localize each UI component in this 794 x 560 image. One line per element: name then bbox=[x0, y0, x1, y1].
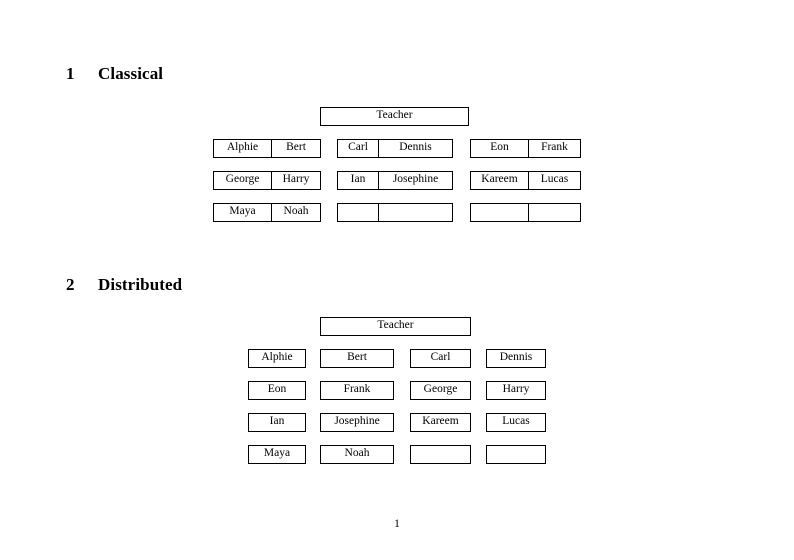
student-label: Eon bbox=[267, 383, 287, 396]
student-label: Harry bbox=[502, 383, 530, 396]
group-box[interactable]: Carl Dennis bbox=[337, 139, 453, 158]
student-box[interactable]: George bbox=[410, 381, 471, 400]
group-cell[interactable]: Bert bbox=[271, 140, 320, 157]
student-box[interactable]: Carl bbox=[410, 349, 471, 368]
section-heading-distributed: 2 Distributed bbox=[66, 275, 182, 295]
student-box[interactable]: Alphie bbox=[248, 349, 306, 368]
group-box[interactable]: Ian Josephine bbox=[337, 171, 453, 190]
group-box-empty[interactable] bbox=[337, 203, 453, 222]
student-label: Lucas bbox=[502, 415, 530, 428]
student-label: Alphie bbox=[261, 351, 293, 364]
student-box[interactable]: Eon bbox=[248, 381, 306, 400]
student-box[interactable]: Maya bbox=[248, 445, 306, 464]
group-cell[interactable]: George bbox=[225, 173, 260, 186]
group-cell-empty[interactable] bbox=[528, 204, 580, 221]
page-number: 1 bbox=[394, 518, 400, 530]
section-number: 2 bbox=[66, 275, 75, 294]
student-box[interactable]: Josephine bbox=[320, 413, 394, 432]
student-box[interactable]: Lucas bbox=[486, 413, 546, 432]
group-cell-empty[interactable] bbox=[471, 204, 528, 221]
teacher-node-distributed[interactable]: Teacher bbox=[320, 317, 471, 336]
group-box[interactable]: Kareem Lucas bbox=[470, 171, 581, 190]
group-cell-empty[interactable] bbox=[338, 204, 378, 221]
section-heading-classical: 1 Classical bbox=[66, 64, 163, 84]
group-cell[interactable]: Dennis bbox=[378, 140, 452, 157]
group-cell[interactable]: Alphie bbox=[226, 141, 259, 154]
group-box[interactable]: Alphie Bert bbox=[213, 139, 321, 158]
student-label: Dennis bbox=[499, 351, 533, 364]
section-title: Distributed bbox=[98, 275, 183, 294]
group-cell[interactable]: Noah bbox=[271, 204, 320, 221]
student-label: Josephine bbox=[334, 415, 380, 428]
student-label: Maya bbox=[263, 447, 291, 460]
student-box[interactable]: Noah bbox=[320, 445, 394, 464]
student-box[interactable]: Frank bbox=[320, 381, 394, 400]
student-box-empty[interactable] bbox=[486, 445, 546, 464]
student-box[interactable]: Bert bbox=[320, 349, 394, 368]
group-box[interactable]: Eon Frank bbox=[470, 139, 581, 158]
group-cell[interactable]: Lucas bbox=[528, 172, 580, 189]
student-label: Kareem bbox=[422, 415, 459, 428]
student-label-empty bbox=[411, 446, 470, 463]
group-cell[interactable]: Frank bbox=[528, 140, 580, 157]
student-box[interactable]: Harry bbox=[486, 381, 546, 400]
group-cell[interactable]: Harry bbox=[271, 172, 320, 189]
group-cell-empty[interactable] bbox=[378, 204, 452, 221]
student-label: Bert bbox=[347, 351, 367, 364]
student-box[interactable]: Kareem bbox=[410, 413, 471, 432]
section-title: Classical bbox=[98, 64, 164, 83]
student-label-empty bbox=[487, 446, 545, 463]
student-label: Carl bbox=[430, 351, 451, 364]
group-box[interactable]: Maya Noah bbox=[213, 203, 321, 222]
group-cell[interactable]: Carl bbox=[348, 141, 368, 154]
teacher-node-classical[interactable]: Teacher bbox=[320, 107, 469, 126]
group-cell[interactable]: Josephine bbox=[378, 172, 452, 189]
group-cell[interactable]: Kareem bbox=[481, 173, 518, 186]
section-number: 1 bbox=[66, 64, 75, 83]
student-box[interactable]: Ian bbox=[248, 413, 306, 432]
group-cell[interactable]: Ian bbox=[350, 173, 366, 186]
group-box[interactable]: George Harry bbox=[213, 171, 321, 190]
group-box-empty[interactable] bbox=[470, 203, 581, 222]
student-label: Noah bbox=[344, 447, 370, 460]
group-cell[interactable]: Maya bbox=[229, 205, 256, 218]
student-box[interactable]: Dennis bbox=[486, 349, 546, 368]
student-label: Frank bbox=[343, 383, 371, 396]
student-label: Ian bbox=[269, 415, 285, 428]
group-cell[interactable]: Eon bbox=[490, 141, 509, 154]
student-box-empty[interactable] bbox=[410, 445, 471, 464]
student-label: George bbox=[423, 383, 458, 396]
